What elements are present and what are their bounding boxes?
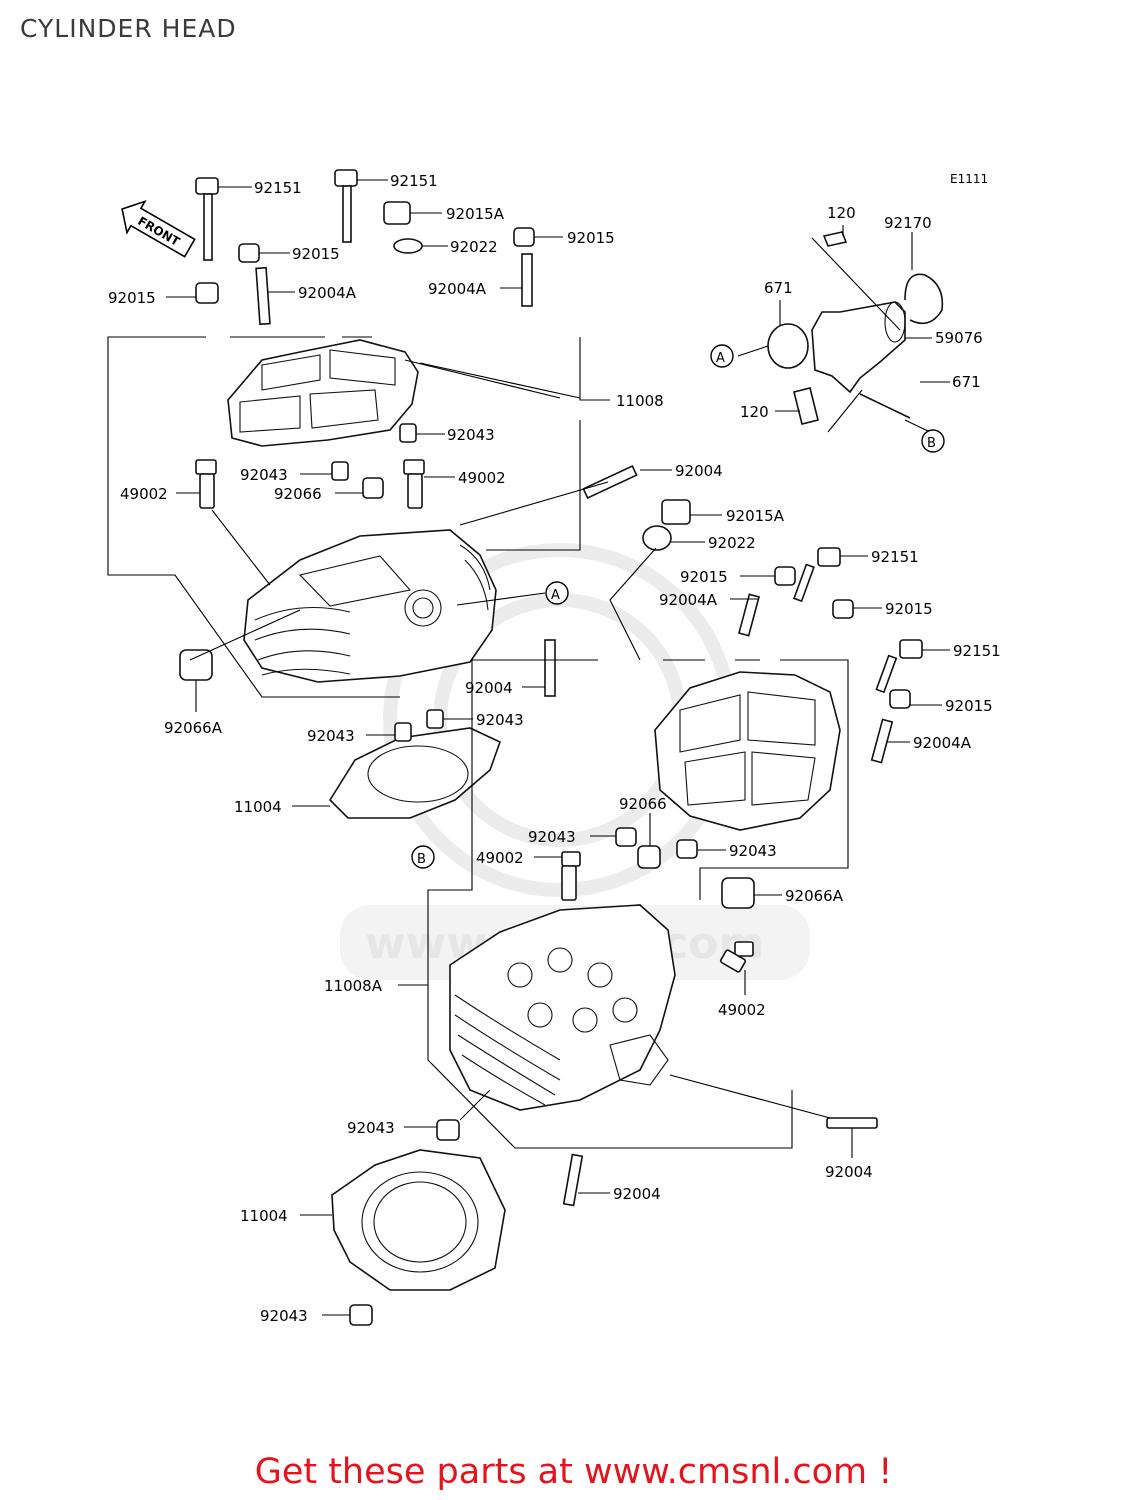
- part-label: 92066A: [785, 887, 844, 905]
- part-label: 92004: [675, 462, 723, 480]
- part-label: 92043: [476, 711, 524, 729]
- o-ring-671: [767, 323, 809, 369]
- part-label: 92151: [953, 642, 1001, 660]
- part-label: 92066: [274, 485, 322, 503]
- part-label: 49002: [120, 485, 168, 503]
- part-label: 92015A: [446, 205, 505, 223]
- diagram-code: E1111: [950, 172, 988, 186]
- part-label: 49002: [718, 1001, 766, 1019]
- rear-cylinder-head: [243, 529, 497, 683]
- part-label: 92004A: [913, 734, 972, 752]
- part-label: 671: [764, 279, 793, 297]
- part-label: 92151: [871, 548, 919, 566]
- part-labels: 92151 92151 92015A 92015 92022 92015 920…: [108, 172, 1001, 1325]
- part-label: 59076: [935, 329, 983, 347]
- callout-a-rear-head: A: [545, 581, 569, 605]
- part-label: 11004: [234, 798, 282, 816]
- part-label: 92004: [825, 1163, 873, 1181]
- part-label: 92015: [945, 697, 993, 715]
- part-label: 92004A: [659, 591, 718, 609]
- part-label: 92015: [567, 229, 615, 247]
- front-head-cover: [654, 671, 841, 831]
- part-label: 92015: [680, 568, 728, 586]
- rear-head-cover: [227, 339, 419, 447]
- leader-lines: [107, 179, 950, 1316]
- part-label: 92015: [885, 600, 933, 618]
- exploded-parts-diagram: www.cmsnl.com E1111 FRONT: [107, 169, 1001, 1326]
- part-label: 92151: [390, 172, 438, 190]
- part-label: 92043: [240, 466, 288, 484]
- rear-head-gasket: [328, 727, 501, 819]
- part-label: 92015: [108, 289, 156, 307]
- part-label: 49002: [476, 849, 524, 867]
- small-parts: [179, 169, 923, 1326]
- part-label: 92066A: [164, 719, 223, 737]
- page-title: CYLINDER HEAD: [20, 14, 237, 43]
- part-label: 92170: [884, 214, 932, 232]
- front-head-gasket: [331, 1149, 506, 1291]
- svg-text:B: B: [417, 852, 426, 867]
- hose-clamp: [904, 273, 944, 325]
- part-label: 11004: [240, 1207, 288, 1225]
- part-label: 92066: [619, 795, 667, 813]
- part-label: 92043: [528, 828, 576, 846]
- part-label: 92043: [260, 1307, 308, 1325]
- callout-b-front-head: B: [411, 845, 435, 869]
- part-label: 11008A: [324, 977, 383, 995]
- part-label: 92022: [708, 534, 756, 552]
- svg-text:B: B: [927, 436, 936, 451]
- part-label: 92022: [450, 238, 498, 256]
- part-label: 92015: [292, 245, 340, 263]
- part-label: 671: [952, 373, 981, 391]
- part-label: 11008: [616, 392, 664, 410]
- part-label: 92004: [465, 679, 513, 697]
- svg-text:A: A: [716, 351, 725, 366]
- part-label: 92151: [254, 179, 302, 197]
- part-label: 120: [740, 403, 769, 421]
- part-label: 120: [827, 204, 856, 222]
- part-label: 92004A: [298, 284, 357, 302]
- part-label: 92015A: [726, 507, 785, 525]
- front-arrow-icon: FRONT: [121, 199, 196, 258]
- front-cylinder-head: [449, 904, 676, 1111]
- svg-text:A: A: [551, 588, 560, 603]
- callout-a-top: A: [710, 344, 734, 368]
- callout-b-top: B: [921, 429, 945, 453]
- part-label: 92043: [447, 426, 495, 444]
- intake-joint: [767, 231, 944, 425]
- part-label: 92043: [307, 727, 355, 745]
- part-label: 49002: [458, 469, 506, 487]
- footer-link[interactable]: Get these parts at www.cmsnl.com !: [254, 1452, 893, 1492]
- part-label: 92004A: [428, 280, 487, 298]
- part-label: 92043: [729, 842, 777, 860]
- part-label: 92043: [347, 1119, 395, 1137]
- part-label: 92004: [613, 1185, 661, 1203]
